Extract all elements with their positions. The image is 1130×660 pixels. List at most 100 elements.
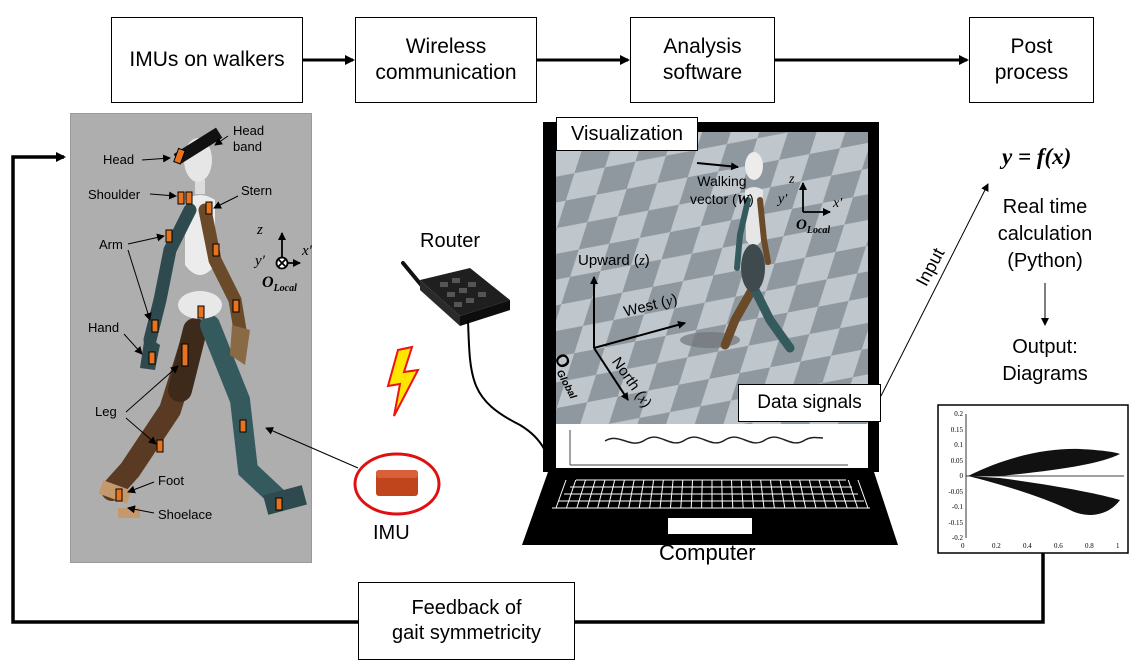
leader-leg-2 [125, 417, 157, 445]
output-plot-ytick: -0.15 [948, 518, 963, 527]
leader-head-band [214, 135, 229, 146]
output-plot-xtick: 0.8 [1085, 542, 1094, 550]
screen-axis-z: z [789, 172, 795, 187]
panel-axis-origin-letter: O [262, 274, 274, 291]
output-plot-xtick: 0 [961, 542, 965, 550]
leader-shoelace [127, 505, 155, 514]
formula: y = f(x) [1002, 144, 1072, 169]
router-icon [401, 261, 510, 326]
computer-label: Computer [659, 540, 756, 565]
flow-label-wireless-1: Wireless [405, 34, 487, 58]
laptop-trackpad [668, 518, 752, 534]
output-loop-lower [968, 476, 1120, 515]
flow-label-imus: IMUs on walkers [129, 47, 285, 71]
flow-box-post: Post process [969, 17, 1094, 103]
realtime-line3: (Python) [1007, 250, 1083, 272]
label-shoelace: Shoelace [158, 507, 213, 522]
walking-vector-label: Walking vector (W) [690, 172, 754, 210]
feedback-line2: gait symmetricity [392, 622, 541, 644]
visualization-label: Visualization [571, 122, 683, 145]
global-axes [590, 276, 686, 401]
local-axes-panel [275, 232, 301, 270]
flow-box-wireless: Wireless communication [355, 17, 537, 103]
signal-wave [604, 436, 824, 444]
walking-vector-close: ) [749, 191, 754, 208]
imu-to-leg-arrow [265, 427, 359, 469]
upward-var: z [638, 253, 645, 269]
output-plot-xtick: 0.2 [992, 542, 1001, 550]
panel-axis-y: y′ [255, 253, 265, 269]
wireless-lightning-icon [386, 345, 420, 417]
imu-label: IMU [373, 522, 410, 544]
flow-box-analysis: Analysis software [630, 17, 775, 103]
output-plot [937, 404, 1129, 554]
leader-foot [127, 481, 155, 494]
feedback-line1: Feedback of [411, 597, 522, 619]
flow-label-analysis-1: Analysis [663, 34, 742, 58]
leader-arm-2 [127, 249, 152, 321]
input-arrow [880, 183, 989, 397]
flow-box-imus: IMUs on walkers [111, 17, 303, 103]
data-signals-box: Data signals [738, 384, 881, 422]
label-stern: Stern [241, 183, 273, 198]
output-line1: Output: [1012, 336, 1078, 358]
realtime-line2: calculation [997, 223, 1093, 245]
label-arm: Arm [99, 237, 123, 252]
router-cable [467, 319, 551, 471]
realtime-label: Real time calculation (Python) [988, 194, 1102, 275]
output-plot-ytick: 0.05 [950, 456, 963, 465]
screen-walker [680, 152, 795, 353]
output-line2: Diagrams [1002, 363, 1088, 385]
output-plot-ytick: 0.1 [954, 441, 963, 449]
output-plot-xtick: 0.6 [1054, 542, 1063, 550]
flow-label-wireless-2: communication [375, 61, 517, 84]
leader-leg-1 [125, 365, 179, 413]
output-plot-ytick: 0.2 [954, 410, 963, 418]
label-shoulder: Shoulder [88, 187, 141, 202]
walking-vector-arrow [696, 162, 739, 171]
router-label: Router [420, 230, 481, 252]
label-head-band-2: band [233, 139, 262, 154]
output-plot-xtick: 1 [1116, 542, 1120, 550]
walking-vector-var: W [736, 193, 750, 209]
output-plot-ytick: 0 [959, 472, 964, 480]
output-plot-ytick: -0.2 [951, 534, 963, 542]
flow-label-analysis-2: software [662, 61, 743, 84]
output-plot-ytick: -0.1 [951, 503, 963, 511]
data-signals-label: Data signals [757, 392, 862, 414]
screen-axis-origin-sub: Local [806, 225, 831, 236]
screen-axis-origin: OLocal [796, 217, 830, 236]
leader-head [141, 154, 171, 163]
label-hand: Hand [88, 320, 120, 335]
output-plot-ytick: -0.05 [948, 487, 963, 496]
output-plot-ytick: 0.15 [950, 425, 963, 434]
output-label: Output: Diagrams [996, 334, 1094, 388]
label-leg: Leg [95, 404, 117, 419]
data-signal-chart [569, 430, 848, 466]
laptop-keyboard [552, 479, 870, 509]
walking-vector-text: vector ( [690, 191, 737, 208]
label-head-band-1: Head [233, 123, 265, 138]
screen-axis-y: y′ [778, 192, 788, 207]
walking-vector-line1: Walking [697, 173, 747, 189]
screen-axis-x: x′ [833, 196, 843, 211]
panel-axis-x: x′ [302, 243, 312, 259]
flow-label-post-2: process [994, 61, 1069, 84]
walking-vector-line2: vector (W) [690, 190, 754, 210]
screen-local-axes [799, 182, 831, 216]
realtime-line1: Real time [1002, 196, 1088, 218]
upward-text: Upward ( [578, 252, 639, 269]
upward-label: Upward (z) [578, 252, 650, 270]
leader-stern [213, 195, 239, 209]
imu-highlight-ring [353, 452, 441, 516]
panel-axis-origin-sub: Local [273, 283, 297, 295]
label-foot: Foot [158, 473, 185, 488]
feedback-box: Feedback of gait symmetricity [358, 582, 575, 660]
leader-arm-1 [127, 233, 165, 245]
panel-axis-z: z [257, 222, 263, 238]
output-loop-upper [968, 448, 1120, 476]
upward-close: ) [644, 252, 650, 269]
leader-shoulder [149, 191, 177, 200]
label-head: Head [103, 152, 135, 167]
